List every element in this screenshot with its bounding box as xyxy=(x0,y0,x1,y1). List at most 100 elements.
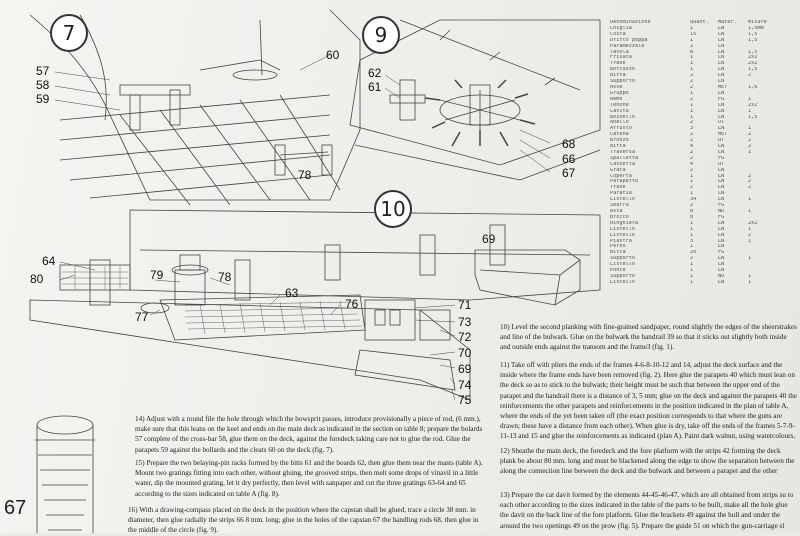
table-cell: 1 xyxy=(748,197,752,203)
table-cell: 1 xyxy=(748,108,752,114)
table-cell: Grata xyxy=(610,167,626,173)
table-cell: LN xyxy=(718,114,725,120)
callout-63: 63 xyxy=(285,286,299,300)
table-cell: 1 xyxy=(748,209,752,214)
table-cell: 1 xyxy=(690,191,694,197)
table-cell: 2 xyxy=(748,232,752,238)
table-cell: Supporto xyxy=(610,273,635,279)
table-cell: Trave xyxy=(610,61,626,67)
callout-61: 61 xyxy=(368,80,382,94)
table-cell: LN xyxy=(718,37,725,43)
table-cell: 2 xyxy=(748,73,752,79)
table-cell: Piastra xyxy=(610,238,632,244)
table-cell: Trave xyxy=(610,185,626,191)
callout-59: 59 xyxy=(36,92,50,106)
instruction-paragraph-14: 14) Adjust with a round file the hole th… xyxy=(135,415,483,454)
table-cell: LN xyxy=(718,108,725,114)
table-cell: Cavità xyxy=(610,108,629,114)
table-cell: 1 xyxy=(690,262,694,268)
table-cell: 34 xyxy=(690,197,697,203)
table-cell: 2 xyxy=(690,73,694,79)
table-cell: 2x2 xyxy=(748,220,758,226)
table-cell: Listello xyxy=(610,279,635,285)
table-cell: 2 xyxy=(690,138,694,144)
table-cell: LN xyxy=(718,185,725,191)
table-cell: 2 xyxy=(690,203,694,209)
table-cell: Costa xyxy=(610,31,626,37)
table-cell: 1 xyxy=(690,61,694,67)
table-cell: 1 xyxy=(690,25,694,31)
figure-badge-7: 7 xyxy=(50,14,88,52)
table-cell: Catena xyxy=(610,132,629,138)
table-cell: 4 xyxy=(690,144,694,150)
table-cell: Bitta xyxy=(610,73,626,79)
table-cell: Asse xyxy=(610,84,623,90)
table-cell: Paramezzale xyxy=(610,43,645,49)
table-cell: 1 xyxy=(748,238,752,244)
figure-10-drawing xyxy=(29,209,601,401)
table-cell: 8 xyxy=(690,214,694,220)
table-cell: FG xyxy=(718,250,725,256)
table-cell: 1 xyxy=(690,114,694,120)
table-cell: OT xyxy=(718,120,725,126)
table-cell: OT xyxy=(718,161,725,167)
table-cell: 2 xyxy=(690,79,694,85)
callout-57: 57 xyxy=(36,64,50,78)
callout-70: 70 xyxy=(458,346,472,360)
table-cell: Anello xyxy=(610,120,629,126)
table-cell: LN xyxy=(718,179,725,185)
table-cell: 1 xyxy=(690,273,694,279)
table-cell: Brocco xyxy=(610,214,629,220)
table-cell: 2 xyxy=(690,155,694,161)
instruction-paragraph-13: 13) Prepare the cat davit formed by the … xyxy=(500,491,794,530)
callout-64: 64 xyxy=(42,254,56,268)
callout-62: 62 xyxy=(368,66,382,80)
parts-table-header: Denominazione Quant. Mater. Misure xyxy=(610,20,800,26)
table-cell: LN xyxy=(718,61,725,67)
page-number: 67 xyxy=(4,497,27,519)
instruction-paragraph-15: 15) Prepare the two belaying-pin racks f… xyxy=(135,459,483,498)
callout-78-bottom: 78 xyxy=(218,270,232,284)
table-cell: 1 xyxy=(748,273,752,279)
callout-74: 74 xyxy=(458,378,472,392)
table-cell: Frisata xyxy=(610,55,632,61)
table-cell: 1,5mm xyxy=(748,25,764,31)
header-cell: Quant. xyxy=(690,20,709,25)
table-cell: 1 xyxy=(690,173,694,179)
callout-72: 72 xyxy=(458,330,472,344)
table-cell: LN xyxy=(718,238,725,244)
table-cell: 2 xyxy=(690,132,694,138)
table-cell: NO xyxy=(718,273,725,279)
table-cell: Supporto xyxy=(610,79,635,85)
table-cell: Listello xyxy=(610,226,635,232)
table-cell: FG xyxy=(718,203,725,209)
table-cell: Affusto xyxy=(610,126,632,132)
table-cell: 1 xyxy=(748,149,752,155)
table-cell: LN xyxy=(718,49,725,55)
table-cell: Chiglia xyxy=(610,25,632,31)
table-cell: 1,5 xyxy=(748,114,758,120)
table-cell: NO xyxy=(718,209,725,214)
table-cell: 1,6 xyxy=(748,84,758,90)
table-cell: Asta xyxy=(610,209,623,214)
